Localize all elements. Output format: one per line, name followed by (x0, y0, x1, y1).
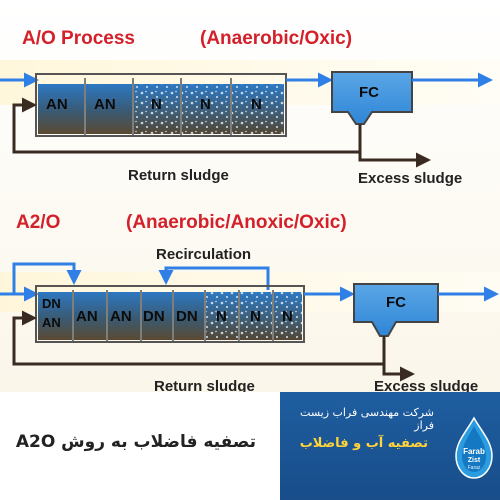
ao-excess-sludge-label: Excess sludge (358, 170, 463, 187)
ao-clarifier (331, 71, 413, 125)
a2o-tank-label: N (250, 308, 261, 325)
ao-tank-label: N (151, 96, 162, 113)
footer-caption: تصفیه فاضلاب به روش A2O (15, 432, 256, 452)
recirculation-arrow (158, 266, 270, 290)
ao-clarifier-label: FC (359, 84, 379, 101)
ao-excess-sludge-line (358, 152, 431, 168)
a2o-tank-label: AN (110, 308, 132, 325)
a2o-tank-2 (74, 292, 106, 340)
a2o-title: A2/O (16, 212, 61, 233)
ao-subtitle: (Anaerobic/Oxic) (200, 28, 353, 49)
ao-title: A/O Process (22, 28, 135, 49)
a2o-tank-label: DN (143, 308, 165, 325)
a2o-first-tank-top-label: DN (42, 296, 61, 311)
ao-tank-4-aeration (182, 84, 230, 134)
ao-tank-label: AN (94, 96, 116, 113)
a2o-excess-sludge-label: Excess sludge (374, 378, 479, 395)
a2o-tank-label: N (216, 308, 227, 325)
a2o-clarifier-label: FC (386, 294, 406, 311)
recirculation-label: Recirculation (156, 246, 252, 263)
a2o-tank-5 (174, 292, 204, 340)
logo-text-line: Faraz (468, 465, 481, 471)
a2o-return-sludge-line (12, 310, 386, 366)
ao-tank-2 (86, 84, 132, 134)
a2o-tank-3 (108, 292, 140, 340)
a2o-tank-8-aeration (274, 292, 302, 340)
logo-text-line: Zist (468, 457, 481, 464)
process-diagram (0, 0, 500, 392)
a2o-bypass-arrow (12, 262, 82, 294)
a2o-first-tank-bottom-label: AN (42, 315, 61, 330)
ao-return-sludge-line (12, 97, 362, 154)
a2o-tank-label: DN (176, 308, 198, 325)
ao-tank-label: N (251, 96, 262, 113)
a2o-subtitle: (Anaerobic/Anoxic/Oxic) (126, 212, 347, 233)
a2o-tank-label: N (282, 308, 293, 325)
footer-banner: تصفیه فاضلاب به روش A2O شرکت مهندسی فراب… (0, 392, 500, 500)
logo-text-line: Farab (463, 447, 485, 456)
company-service: تصفیه آب و فاضلاب (299, 436, 428, 451)
a2o-tank-label: AN (76, 308, 98, 325)
a2o-tank-6-aeration (206, 292, 238, 340)
footer-caption-panel: تصفیه فاضلاب به روش A2O (0, 392, 280, 500)
a2o-clarifier (353, 283, 439, 337)
ao-process (0, 71, 493, 168)
a2o-tank-1 (38, 292, 72, 340)
ao-tank-5-aeration (232, 84, 284, 134)
ao-tank-label: AN (46, 96, 68, 113)
farab-zist-faraz-logo: Farab Zist Faraz (455, 416, 493, 479)
a2o-tank-4 (142, 292, 172, 340)
company-name: شرکت مهندسی فراب زیست فراز (300, 406, 434, 432)
a2o-excess-sludge-line (382, 364, 415, 382)
ao-return-sludge-label: Return sludge (128, 167, 229, 184)
ao-tank-1 (38, 84, 84, 134)
ao-tank-3-aeration (134, 84, 180, 134)
a2o-tank-7-aeration (240, 292, 272, 340)
a2o-process (0, 262, 499, 382)
a2o-return-sludge-label: Return sludge (154, 378, 255, 395)
ao-tank-label: N (200, 96, 211, 113)
